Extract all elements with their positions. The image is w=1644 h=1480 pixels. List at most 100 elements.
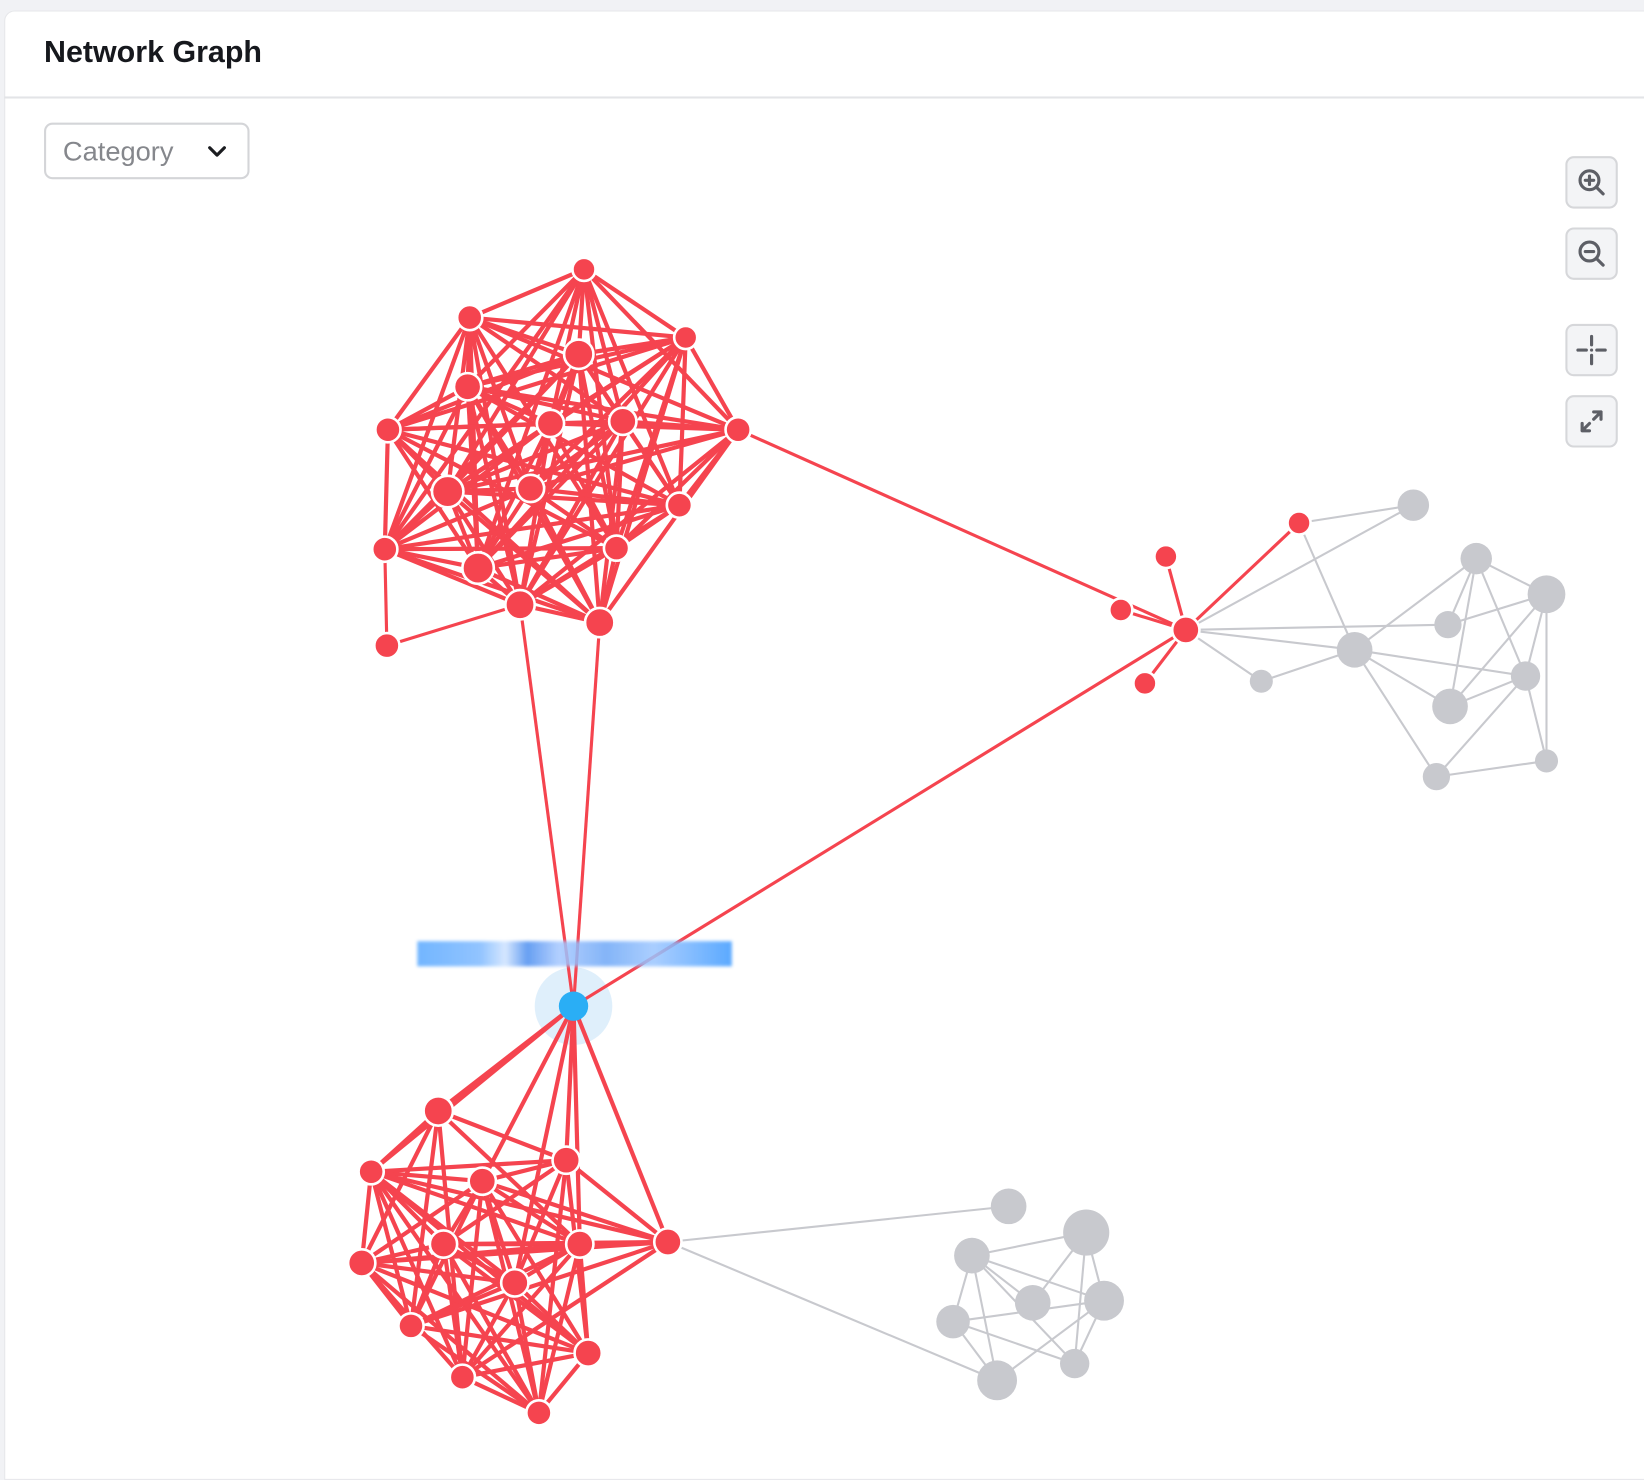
graph-node[interactable] <box>1107 597 1134 623</box>
graph-edge <box>1185 629 1262 683</box>
graph-edge <box>461 1240 670 1379</box>
graph-node-dimmed[interactable] <box>1014 1284 1051 1321</box>
graph-node[interactable] <box>672 324 699 351</box>
graph-edge <box>436 1109 582 1246</box>
graph-node-dimmed[interactable] <box>990 1188 1027 1225</box>
graph-edge <box>466 384 681 508</box>
graph-edge <box>952 1320 1076 1365</box>
graph-node[interactable] <box>535 408 566 439</box>
graph-edge <box>384 547 601 625</box>
graph-edge <box>518 428 740 607</box>
graph-node[interactable] <box>357 1157 386 1186</box>
graph-node[interactable] <box>562 338 595 371</box>
graph-node-dimmed[interactable] <box>954 1237 990 1274</box>
graph-edge <box>370 1169 483 1184</box>
graph-node-dimmed[interactable] <box>1084 1280 1124 1321</box>
graph-edge <box>383 549 389 646</box>
graph-node[interactable] <box>1132 670 1158 697</box>
graph-node[interactable] <box>461 551 496 586</box>
graph-node[interactable] <box>1170 614 1201 645</box>
graph-edge <box>360 1261 541 1415</box>
graph-node[interactable] <box>499 1267 530 1298</box>
graph-edge <box>536 1160 569 1414</box>
graph-edge <box>1475 558 1527 677</box>
graph-edge <box>1436 759 1547 778</box>
graph-node-dimmed[interactable] <box>1060 1348 1090 1379</box>
graph-node-dimmed[interactable] <box>1460 542 1492 575</box>
graph-edge <box>469 315 686 340</box>
zoom-out-button[interactable] <box>1565 227 1618 280</box>
graph-edge <box>1298 504 1414 525</box>
graph-edge <box>529 427 739 491</box>
graph-edge <box>571 1005 670 1243</box>
graph-node-dimmed[interactable] <box>936 1304 970 1339</box>
graph-edge <box>359 1110 441 1264</box>
graph-node[interactable] <box>607 406 638 437</box>
graph-node-dimmed[interactable] <box>1397 489 1430 521</box>
graph-node-dimmed[interactable] <box>1510 661 1541 691</box>
graph-edge <box>386 603 521 648</box>
graph-node-dimmed[interactable] <box>1534 749 1559 773</box>
graph-edge <box>480 1005 576 1183</box>
graph-node-dimmed[interactable] <box>1527 575 1566 614</box>
graph-node[interactable] <box>504 588 537 621</box>
graph-node[interactable] <box>422 1095 455 1127</box>
graph-node[interactable] <box>397 1311 425 1340</box>
graph-node-dimmed[interactable] <box>1336 632 1373 668</box>
graph-node[interactable] <box>571 256 597 283</box>
center-button[interactable] <box>1565 323 1618 377</box>
graph-edge <box>737 428 1187 632</box>
graph-edge <box>529 419 625 491</box>
graph-node[interactable] <box>370 535 399 564</box>
graph-edge <box>512 1005 576 1284</box>
zoom-in-button[interactable] <box>1565 156 1618 209</box>
graph-node[interactable] <box>551 1145 582 1176</box>
graph-edge <box>371 1158 567 1174</box>
graph-node[interactable] <box>583 606 616 639</box>
graph-node[interactable] <box>525 1398 553 1427</box>
graph-node-dimmed[interactable] <box>1432 688 1468 725</box>
graph-edge <box>369 1004 575 1174</box>
graph-node-dimmed[interactable] <box>977 1360 1018 1401</box>
expand-icon <box>1580 410 1603 433</box>
graph-node[interactable] <box>467 1166 498 1197</box>
graph-edge <box>382 316 472 550</box>
graph-edge <box>996 1299 1105 1382</box>
graph-node[interactable] <box>430 474 465 509</box>
fullscreen-button[interactable] <box>1565 395 1618 448</box>
graph-node[interactable] <box>515 473 546 504</box>
graph-node[interactable] <box>1286 510 1312 536</box>
graph-node[interactable] <box>602 534 631 563</box>
graph-node[interactable] <box>1153 543 1179 570</box>
graph-edge <box>442 1158 568 1246</box>
graph-node-dimmed[interactable] <box>1249 669 1273 693</box>
graph-node[interactable] <box>564 1229 595 1260</box>
graph-node-dimmed[interactable] <box>1422 763 1451 791</box>
graph-node[interactable] <box>346 1248 377 1278</box>
header-divider <box>4 96 1644 99</box>
graph-edge <box>387 427 680 508</box>
graph-edge <box>530 486 680 508</box>
graph-edge <box>384 503 680 552</box>
graph-node[interactable] <box>455 303 484 332</box>
zoom-in-icon <box>1578 169 1605 196</box>
graph-node[interactable] <box>374 415 402 444</box>
graph-node[interactable] <box>448 1363 477 1392</box>
graph-node[interactable] <box>452 371 483 402</box>
graph-node[interactable] <box>372 631 401 660</box>
category-dropdown[interactable]: Category <box>44 122 250 180</box>
graph-node[interactable] <box>573 1338 604 1369</box>
graph-node[interactable] <box>428 1229 459 1260</box>
selected-graph-node[interactable] <box>558 991 589 1021</box>
graph-edge <box>477 546 617 571</box>
graph-node[interactable] <box>652 1227 683 1257</box>
graph-edge <box>410 1240 669 1328</box>
graph-node-dimmed[interactable] <box>1063 1209 1110 1256</box>
graph-node[interactable] <box>724 415 753 444</box>
graph-node-dimmed[interactable] <box>1434 611 1462 639</box>
graph-node[interactable] <box>665 491 694 520</box>
graph-edge <box>581 268 625 422</box>
graph-edge <box>1353 557 1477 651</box>
graph-edge <box>971 1254 1105 1302</box>
